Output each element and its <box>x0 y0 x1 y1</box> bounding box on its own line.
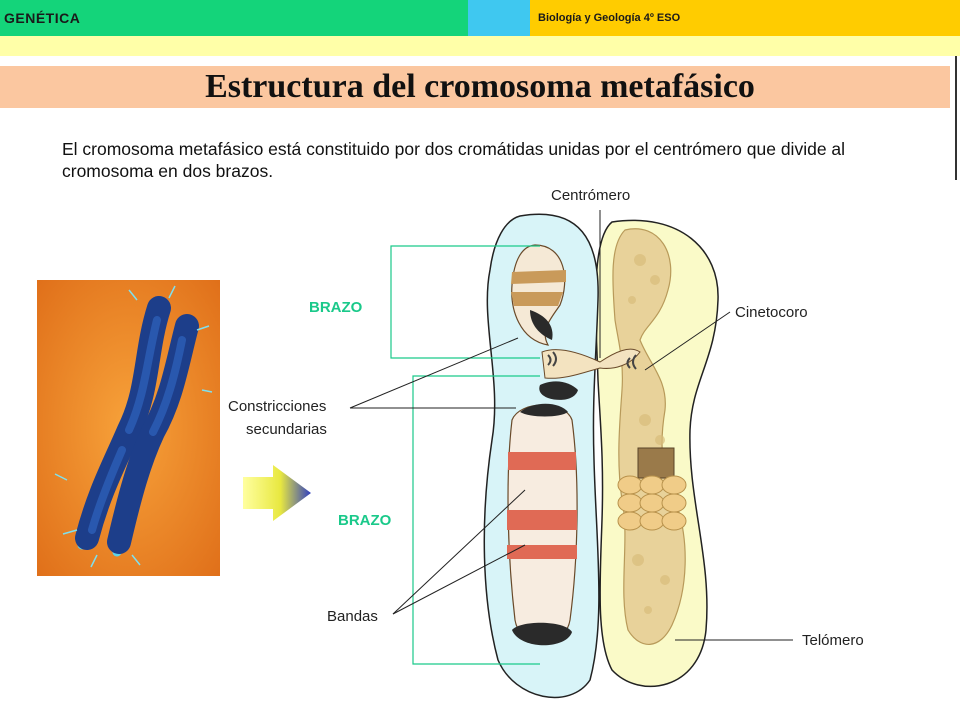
subject-label: GENÉTICA <box>4 10 81 26</box>
kinetochore-label: Cinetocoro <box>735 304 808 321</box>
bands-label: Bandas <box>327 608 378 625</box>
centromere-label: Centrómero <box>551 187 631 204</box>
page-title: Estructura del cromosoma metafásico <box>205 68 755 105</box>
secondary-constrictions-label: Constricciones <box>228 398 327 415</box>
intro-text: El cromosoma metafásico está constituido… <box>62 139 846 181</box>
telomere-label: Telómero <box>802 632 864 649</box>
header-bar: GENÉTICA Biología y Geología 4º ESO <box>0 0 960 36</box>
secondary-constrictions-label-2: secundarias <box>246 421 327 438</box>
chromosome-micrograph <box>37 280 220 576</box>
header-blue-segment <box>468 0 530 36</box>
right-edge-line <box>955 56 957 180</box>
course-label: Biología y Geología 4º ESO <box>538 12 681 24</box>
header-green-segment <box>0 0 468 36</box>
header-yellow-segment <box>530 0 960 36</box>
arm-bottom-label: BRAZO <box>338 512 392 529</box>
arrow-icon <box>243 465 311 521</box>
title-banner <box>0 66 950 108</box>
arm-top-label: BRAZO <box>309 299 363 316</box>
header-stripe <box>0 36 960 56</box>
